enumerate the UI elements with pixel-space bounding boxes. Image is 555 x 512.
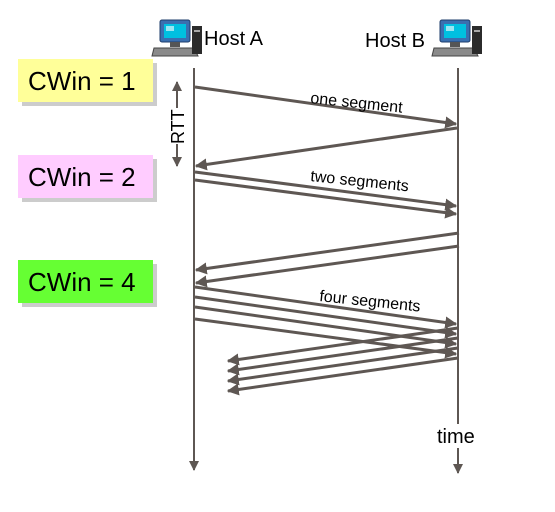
segment-arrow-2a (194, 170, 458, 211)
segment-arrow-1 (194, 85, 458, 129)
cwin-label-2: CWin = 2 (28, 162, 136, 192)
host-b-computer-icon (431, 19, 482, 57)
ack-arrow-4a (226, 326, 459, 366)
ack-arrow-4d (226, 356, 459, 396)
ack-arrow-2a (194, 231, 460, 275)
host-a-label: Host A (204, 28, 264, 50)
cwin-box-1: CWin = 1 (18, 59, 157, 106)
host-a-computer-icon (151, 19, 202, 57)
segment-arrow-4c (194, 305, 458, 349)
cwin-label-1: CWin = 1 (28, 66, 136, 96)
ack-arrow-2b (194, 244, 460, 288)
host-b-label: Host B (365, 30, 425, 52)
one-segment-label: one segment (310, 90, 404, 117)
segment-arrow-4a (194, 285, 458, 329)
ack-arrow-4b (226, 336, 459, 376)
rtt-label: RTT (168, 109, 188, 144)
cwin-box-4: CWin = 4 (18, 260, 157, 307)
ack-arrow-4c (226, 346, 459, 386)
two-segments-label: two segments (310, 168, 410, 195)
time-label: time (437, 426, 475, 448)
cwin-label-4: CWin = 4 (28, 267, 136, 297)
segment-arrow-4b (194, 295, 458, 339)
cwin-box-2: CWin = 2 (18, 155, 157, 202)
segment-arrow-2b (194, 178, 458, 219)
rtt-bracket: RTT (168, 81, 188, 167)
segment-arrow-4d (194, 317, 458, 359)
ack-arrow-1 (194, 126, 458, 171)
